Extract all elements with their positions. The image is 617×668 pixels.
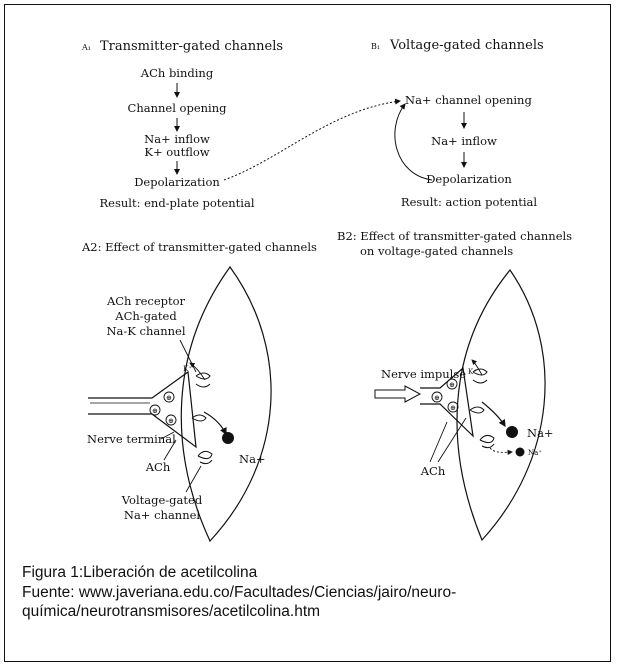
a2-receptor-leader: [179, 339, 197, 373]
a2-voltage-leader: [185, 465, 202, 493]
a1-result: Result: end-plate potential: [100, 196, 255, 210]
a2-k-arrow: [189, 362, 206, 381]
panel-a2: A2: Effect of transmitter-gated channels…: [81, 240, 317, 543]
a2-ach-label: ACh: [145, 460, 171, 474]
a1-step-na-inflow: Na+ inflow: [144, 132, 210, 146]
b2-vesicle: [431, 391, 443, 403]
b2-k-label: K⁺: [468, 368, 477, 376]
b2-nerve-impulse-arrow: [374, 385, 422, 403]
a2-k-label: K⁺: [183, 365, 192, 373]
caption-source-1: Fuente: www.javeriana.edu.co/Facultades/…: [22, 583, 457, 601]
a2-muscle-cell: [180, 265, 272, 543]
a2-vesicle: [165, 414, 177, 426]
a2-na-ion: [222, 432, 234, 444]
b2-vesicle: [446, 378, 458, 390]
a1-step-channel-opening: Channel opening: [128, 101, 228, 115]
b2-nerve-terminal-shape: [420, 366, 474, 438]
b2-vesicle-mark: ⊕: [449, 381, 455, 389]
panel-a1: A₁ Transmitter-gated channels ACh bindin…: [81, 39, 283, 210]
a1-step-k-outflow: K+ outflow: [144, 145, 209, 159]
b1-step-na-inflow: Na+ inflow: [431, 134, 497, 148]
b2-na-small-label: Na⁺: [528, 449, 542, 457]
b2-na-small-arrow: [489, 447, 513, 456]
b2-na-large-label: Na+: [527, 426, 554, 440]
b1-step-na-channel-opening: Na+ channel opening: [405, 93, 532, 107]
a2-vesicle-mark: ⊕: [168, 417, 174, 425]
b2-ach-label: ACh: [420, 464, 446, 478]
panel-b2: B2: Effect of transmitter-gated channels…: [337, 229, 572, 542]
a2-receptor-label-2: ACh-gated: [114, 309, 177, 323]
a2-nerve-terminal-leader: [160, 431, 175, 440]
a2-vesicle-mark: ⊕: [166, 394, 172, 402]
a2-receptor-label-3: Na-K channel: [106, 324, 185, 338]
a2-ach-leader: [163, 439, 177, 461]
b2-na-ion-small: [515, 447, 525, 457]
b2-nerve-impulse-label: Nerve impulse: [381, 367, 466, 381]
b2-ach-receptor: [472, 368, 488, 384]
a2-voltage-label-2: Na+ channel: [124, 508, 201, 522]
a2-voltage-label-1: Voltage-gated: [121, 493, 203, 507]
b2-vesicle-mark: ⊕: [434, 394, 440, 402]
b2-na-ion-large: [506, 426, 518, 438]
panel-b2-title-1: B2: Effect of transmitter-gated channels: [337, 229, 572, 243]
panel-b1-title: Voltage-gated channels: [389, 38, 544, 53]
caption-title: Figura 1:Liberación de acetilcolina: [22, 564, 258, 581]
a1-step-depolarization: Depolarization: [134, 175, 220, 189]
a2-vesicle-mark: ⊕: [152, 407, 158, 415]
a2-nerve-terminal-shape: [88, 370, 197, 449]
b2-ach-leader-1: [429, 421, 448, 463]
b1-feedback-arrow: [394, 103, 433, 181]
b2-k-arrow: [471, 359, 483, 376]
a2-vesicle: [163, 391, 175, 403]
b2-ach-gated-channel: [469, 406, 485, 414]
a2-na-label: Na+: [239, 452, 266, 466]
panel-b1: B₁ Voltage-gated channels Na+ channel op…: [371, 38, 544, 209]
link-arrow-a1-to-b1: [223, 98, 401, 181]
figure-caption: Figura 1:Liberación de acetilcolina Fuen…: [22, 563, 602, 622]
panel-b2-title-2: on voltage-gated channels: [360, 244, 513, 258]
b2-muscle-cell: [456, 268, 546, 542]
panel-a2-title: A2: Effect of transmitter-gated channels: [81, 240, 317, 254]
a2-vesicle: [149, 404, 161, 416]
a2-receptor-label-1: ACh receptor: [106, 294, 186, 308]
b1-result: Result: action potential: [401, 195, 537, 209]
a2-na-arrow: [203, 411, 227, 436]
b2-vesicle-mark: ⊕: [450, 404, 456, 412]
b2-voltage-gated-channel: [479, 434, 495, 449]
a1-step-ach-binding: ACh binding: [140, 66, 214, 80]
b2-ach-leader-2: [437, 417, 467, 463]
panel-b1-marker: B₁: [371, 42, 380, 51]
b1-step-depolarization: Depolarization: [426, 172, 512, 186]
a2-voltage-gated-channel: [197, 450, 213, 465]
figure-frame: [4, 4, 611, 662]
a2-nerve-terminal-label: Nerve terminal: [87, 432, 176, 446]
a2-ach-receptor: [195, 372, 211, 388]
a2-ach-gated-channel: [191, 414, 207, 422]
b2-na-arrow: [481, 401, 506, 428]
panel-a1-marker: A₁: [81, 43, 91, 52]
panel-a1-title: Transmitter-gated channels: [100, 39, 283, 54]
b2-vesicle: [447, 401, 459, 413]
caption-source-2: química/neurotransmisores/acetilcolina.h…: [22, 603, 321, 620]
